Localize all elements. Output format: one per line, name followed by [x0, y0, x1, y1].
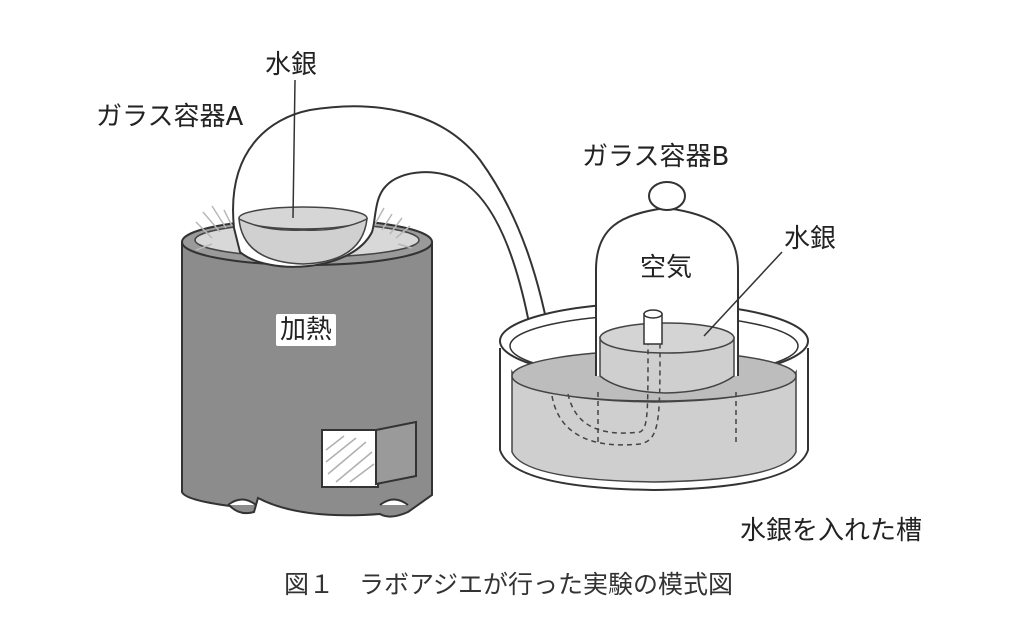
tube-underwater-dashed-2 — [567, 343, 649, 434]
label-glass-vessel-b: ガラス容器B — [582, 142, 730, 172]
stove-leg-notch-right — [379, 498, 409, 506]
label-glass-vessel-a: ガラス容器A — [96, 102, 244, 132]
pointer-mercury-a — [292, 79, 296, 219]
label-trough: 水銀を入れた槽 — [740, 516, 923, 546]
label-mercury-a: 水銀 — [265, 50, 318, 80]
glass-vessel-b — [551, 181, 783, 446]
mercury-trough — [499, 302, 809, 492]
bell-jar-knob — [648, 181, 686, 211]
label-air: 空気 — [640, 253, 693, 283]
mercury-in-vessel-a-top — [238, 206, 368, 230]
tube-end-cap — [643, 309, 663, 319]
flame-lines — [195, 205, 413, 251]
mercury-in-jar-surface — [599, 322, 735, 354]
label-mercury-b: 水銀 — [784, 224, 837, 254]
pointer-mercury-b — [703, 251, 783, 337]
window-fire-lines — [325, 435, 375, 483]
stove-door — [375, 420, 417, 486]
figure-caption: 図１ ラボアジエが行った実験の模式図 — [283, 570, 733, 599]
label-heating: 加熱 — [276, 314, 337, 346]
tube-underwater-dashed — [551, 343, 661, 446]
mercury-in-vessel-a — [238, 217, 368, 265]
stove-leg-notch-left — [227, 498, 257, 506]
